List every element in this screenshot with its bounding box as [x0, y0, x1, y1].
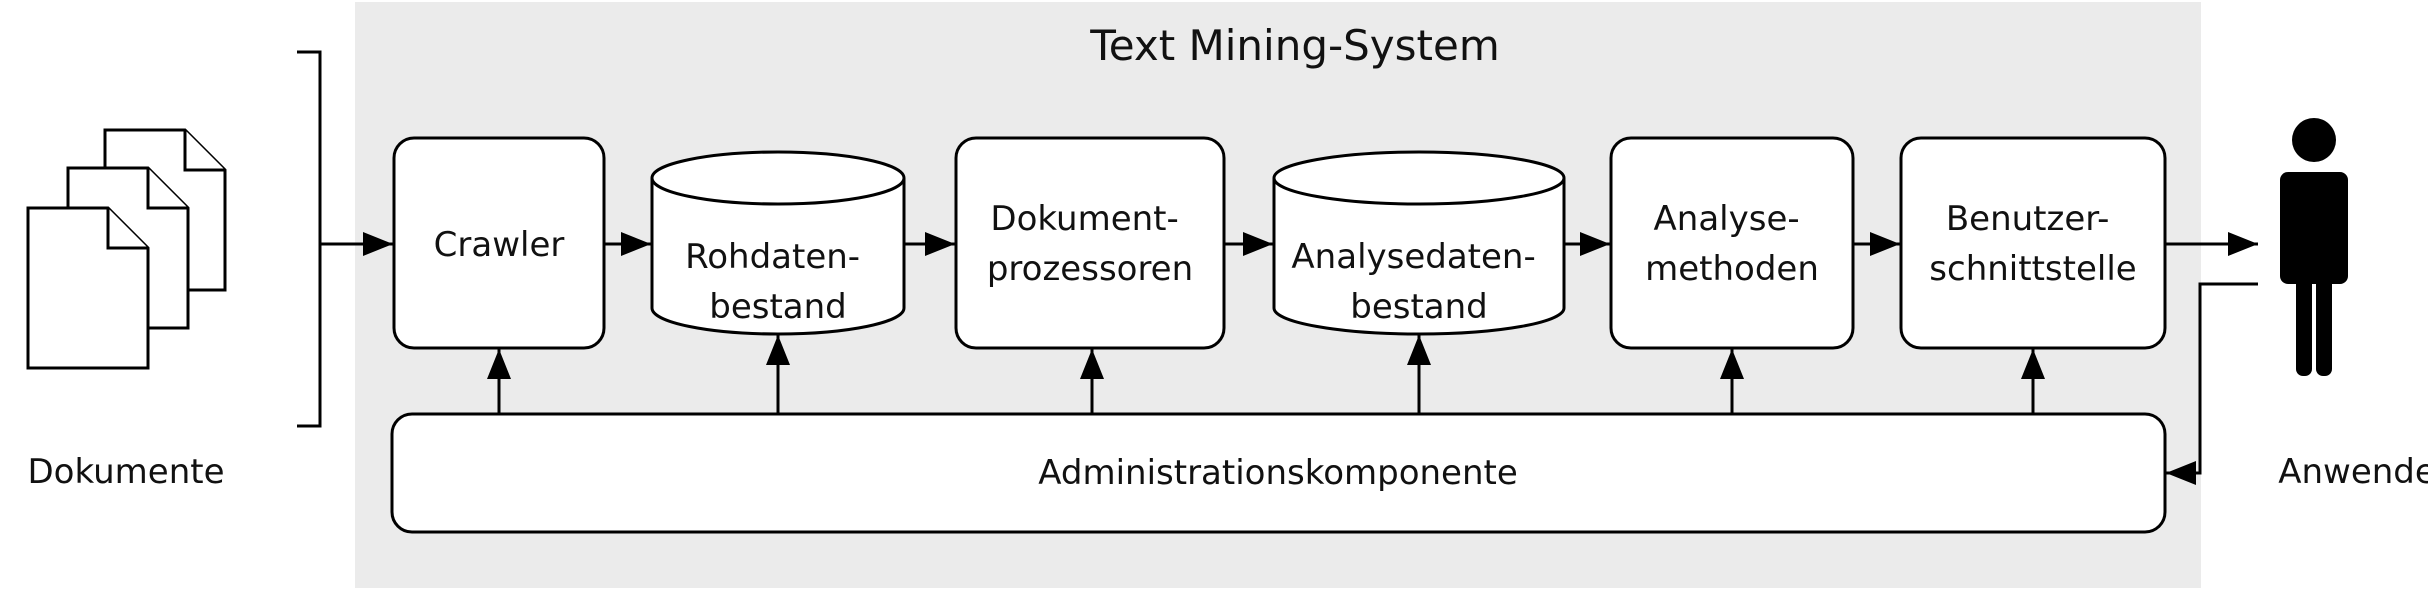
analysedaten-label-line-2: bestand: [1350, 287, 1488, 327]
admin-arrows: [487, 335, 2045, 414]
rohdaten-cylinder: [650, 150, 906, 336]
rohdaten-label: Rohdaten- bestand: [685, 237, 871, 327]
analysedaten-label-line-1: Analysedaten-: [1291, 237, 1535, 277]
benutzerschnittstelle-box: [1899, 136, 2167, 350]
administration-box: [390, 412, 2167, 534]
system-title: Text Mining-System: [1089, 21, 1500, 70]
analysemethoden-box: [1609, 136, 1855, 350]
documents-bracket: [297, 50, 322, 428]
rohdaten-label-line-1: Rohdaten-: [685, 237, 860, 277]
analysemethoden-label-line-2: methoden: [1645, 249, 1819, 289]
documents-label: Dokumente: [27, 452, 224, 492]
analysemethoden-label: Analyse- methoden: [1645, 199, 1819, 289]
dokumentprozessoren-label-line-1: Dokument-: [990, 199, 1178, 239]
analysedaten-label: Analysedaten- bestand: [1291, 237, 1546, 327]
dokumentprozessoren-label: Dokument- prozessoren: [987, 199, 1193, 289]
analysedaten-cylinder: [1272, 150, 1566, 336]
benutzerschnittstelle-label-line-2: schnittstelle: [1929, 249, 2136, 289]
arrow-user-to-admin: [2166, 282, 2258, 485]
dokumentprozessoren-label-line-2: prozessoren: [987, 249, 1193, 289]
administration-label: Administrationskomponente: [1038, 453, 1518, 493]
document-stack-icon: [26, 128, 227, 370]
rohdaten-label-line-2: bestand: [709, 287, 847, 327]
crawler-label-line: Crawler: [434, 225, 565, 265]
person-icon: [2280, 118, 2348, 376]
benutzerschnittstelle-label-line-1: Benutzer-: [1946, 199, 2110, 239]
dokumentprozessoren-box: [954, 136, 1226, 350]
crawler-label: Crawler: [434, 225, 565, 265]
analysemethoden-label-line-1: Analyse-: [1654, 199, 1800, 239]
user-label: Anwender: [2278, 452, 2428, 492]
administration-label-line: Administrationskomponente: [1038, 453, 1518, 493]
benutzerschnittstelle-label: Benutzer- schnittstelle: [1929, 199, 2136, 289]
